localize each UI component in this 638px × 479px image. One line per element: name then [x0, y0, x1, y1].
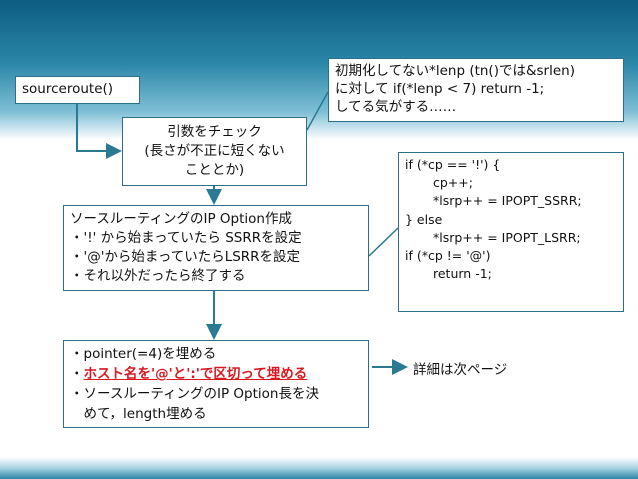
note-line: に対して if(*lenp < 7) return -1; [335, 81, 545, 97]
code-line: *lsrp++ = IPOPT_LSRR; [433, 229, 581, 245]
code-box: if (*cp == '!') { cp++; *lsrp++ = IPOPT_… [398, 152, 624, 312]
hostname-highlight: ホスト名を'@'と':'で区切って埋める [83, 366, 308, 382]
check-line: こととか) [184, 162, 245, 178]
pointer-box: ・pointer(=4)を埋める ・ホスト名を'@'と':'で区切って埋める ・… [63, 340, 369, 428]
arrow-sourceroute-to-check [76, 104, 122, 159]
callout-line-note [306, 91, 329, 131]
note-box: 初期化してない*lenp (tn()では&srlen) に対して if(*len… [328, 58, 624, 122]
create-line: ソースルーティングのIP Option作成 [70, 211, 292, 227]
code-line: } else [405, 211, 443, 227]
sourceroute-box: sourceroute() [15, 76, 140, 104]
pointer-line: ・pointer(=4)を埋める [70, 346, 217, 362]
create-line: ・'@'から始まっていたらLSRRを設定 [70, 249, 301, 265]
create-line: ・'!' から始まっていたら SSRRを設定 [70, 230, 302, 246]
create-line: ・それ以外だったら終了する [70, 268, 246, 284]
code-line: *lsrp++ = IPOPT_SSRR; [433, 193, 582, 209]
create-option-box: ソースルーティングのIP Option作成 ・'!' から始まっていたら SSR… [63, 205, 369, 291]
pointer-line-highlight-row: ・ホスト名を'@'と':'で区切って埋める [70, 364, 362, 384]
code-line: return -1; [433, 266, 492, 282]
check-line: 引数をチェック [167, 124, 262, 140]
pointer-line: ・ソースルーティングのIP Option長を決 [70, 386, 319, 402]
callout-line-code [368, 227, 399, 257]
argument-check-box: 引数をチェック (長さが不正に短くない こととか) [122, 117, 307, 186]
code-line: if (*cp != '@') [405, 248, 491, 264]
note-line: してる気がする…… [335, 99, 457, 115]
pointer-line: めて，length埋める [70, 406, 207, 422]
code-line: cp++; [433, 175, 473, 191]
note-line: 初期化してない*lenp (tn()では&srlen) [335, 63, 575, 79]
code-line: if (*cp == '!') { [405, 157, 501, 172]
next-page-label: 詳細は次ページ [413, 362, 508, 378]
check-line: (長さが不正に短くない [144, 143, 285, 159]
bullet: ・ [70, 366, 84, 382]
sourceroute-label: sourceroute() [22, 81, 114, 97]
footer-gradient [0, 457, 638, 479]
